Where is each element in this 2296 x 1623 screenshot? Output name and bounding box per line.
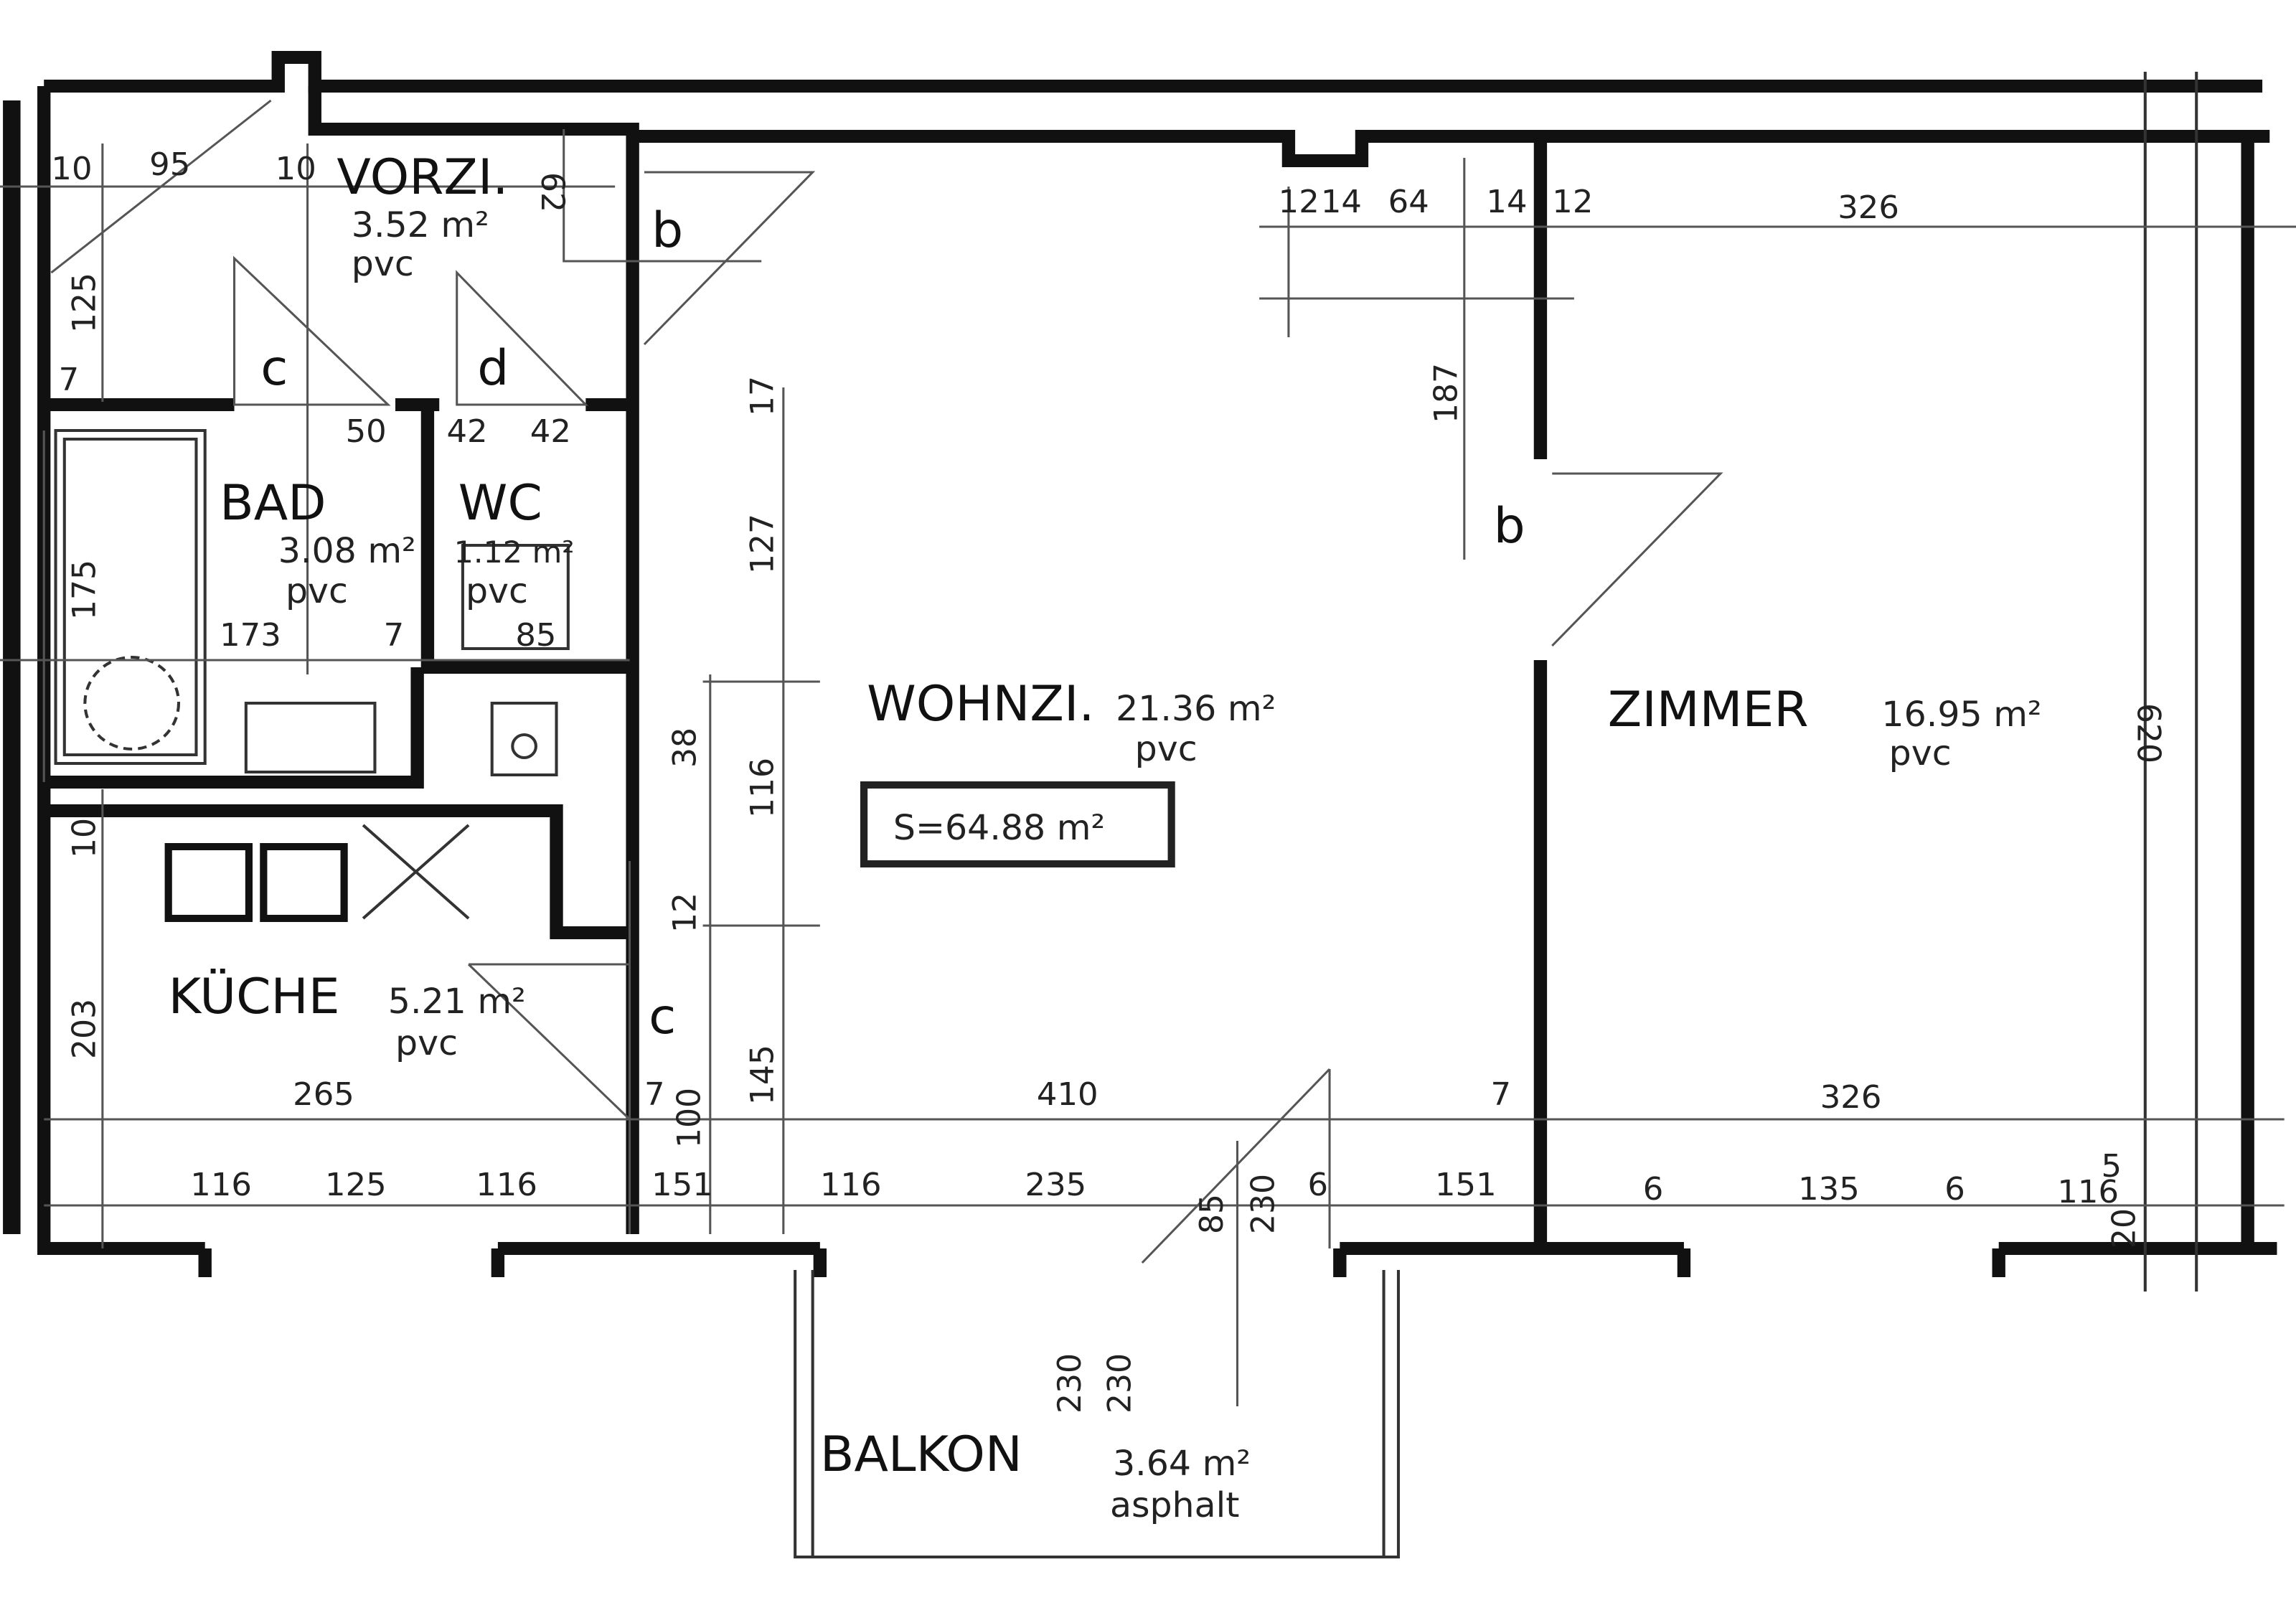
room-name: KÜCHE [169,968,340,1025]
dim-label: 12 [1552,184,1593,220]
room-area: 5.21 m² [388,982,526,1021]
dim-label: 20 [2106,1208,2143,1248]
total-area: S=64.88 m² [893,808,1105,847]
dim-label: 265 [293,1076,354,1112]
dim-label: 64 [1388,184,1429,220]
door-label: c [260,340,288,397]
dim-label: 410 [1037,1076,1098,1112]
dim-label: 173 [220,617,281,653]
room-name: VORZI. [337,149,508,206]
dim-label: 14 [1321,184,1362,220]
dim-label: 230 [1052,1353,1089,1413]
dim-label: 85 [515,617,556,653]
dim-label: 85 [1194,1194,1231,1234]
dim-label: 38 [667,728,704,768]
dim-label: 12 [1279,184,1319,220]
dim-label: 116 [476,1167,537,1203]
dim-label: 326 [1838,189,1899,225]
dim-label: 125 [66,273,103,333]
fixtures [54,72,2198,1292]
room-floor: pvc [352,244,414,283]
dim-label: 230 [1101,1353,1139,1413]
dim-label: 151 [1435,1167,1497,1203]
dim-label: 6 [1307,1167,1328,1203]
dim-label: 125 [325,1167,387,1203]
dimension-lines [0,129,2296,1406]
room-zimmer: ZIMMER 16.95 m² pvc [1608,682,2042,773]
dim-label: 17 [744,376,781,416]
dim-label: 116 [190,1167,252,1203]
room-name: BAD [220,475,326,532]
dim-label: 12 [667,893,704,933]
dim-label: 235 [1025,1167,1087,1203]
door-labels: b b c c d [260,202,1525,1045]
room-area: 3.52 m² [352,205,489,245]
room-floor: pvc [286,571,348,611]
dim-label: 7 [59,362,80,397]
dim-label: 620 [2130,703,2167,763]
dim-label: 135 [1798,1171,1860,1207]
room-wc: WC 1.12 m² pvc [454,475,575,611]
room-floor: pvc [395,1023,458,1063]
dim-label: 127 [744,514,781,574]
door-label: b [651,202,683,259]
room-floor: pvc [466,571,528,611]
dim-label: 230 [1245,1174,1282,1234]
dim-label: 187 [1428,363,1465,423]
room-area: 3.08 m² [278,531,416,570]
room-wohnzimmer: WOHNZI. 21.36 m² pvc [867,676,1276,769]
room-area: 16.95 m² [1881,695,2041,734]
dim-label: 7 [384,617,405,653]
dim-label: 116 [2057,1174,2119,1210]
room-name: ZIMMER [1608,682,1809,738]
room-vorzimmer: VORZI. 3.52 m² pvc [337,149,508,284]
door-label: b [1494,498,1525,555]
room-name: BALKON [820,1426,1022,1483]
room-floor: pvc [1889,733,1952,773]
room-floor: pvc [1135,729,1198,768]
dim-label: 7 [644,1076,665,1112]
dimension-labels: 10 95 10 62 125 7 50 42 42 175 173 7 85 … [51,146,2167,1413]
room-area: 1.12 m² [454,535,575,570]
total-area-box: S=64.88 m² [860,781,1175,867]
dim-label: 6 [1643,1171,1664,1207]
dim-label: 10 [51,151,92,187]
dim-label: 62 [534,172,571,212]
dim-label: 14 [1486,184,1527,220]
dim-label: 95 [149,146,190,182]
dim-label: 6 [1944,1171,1965,1207]
dim-label: 145 [744,1045,781,1105]
dim-label: 116 [744,758,781,818]
dim-label: 10 [276,151,316,187]
dim-label: 175 [66,560,103,620]
dim-label: 100 [671,1088,708,1148]
room-bad: BAD 3.08 m² pvc [220,475,416,611]
room-kueche: KÜCHE 5.21 m² pvc [169,968,526,1063]
dim-label: 326 [1820,1079,1882,1115]
dim-label: 42 [530,413,571,449]
dim-label: 50 [346,413,387,449]
room-area: 3.64 m² [1113,1444,1251,1483]
dim-label: 116 [820,1167,882,1203]
room-floor: asphalt [1110,1485,1239,1525]
dim-label: 5 [2102,1148,2122,1184]
door-label: d [477,340,509,397]
dim-label: 203 [66,999,103,1059]
dim-label: 151 [651,1167,713,1203]
room-name: WC [458,475,542,532]
dim-label: 42 [446,413,487,449]
door-label: c [649,989,676,1045]
balcony-outline [794,1270,1401,1558]
room-name: WOHNZI. [867,676,1094,733]
room-balkon: BALKON 3.64 m² asphalt [820,1426,1251,1525]
room-area: 21.36 m² [1116,689,1276,728]
dim-label: 10 [66,818,103,858]
dim-label: 7 [1491,1076,1512,1112]
